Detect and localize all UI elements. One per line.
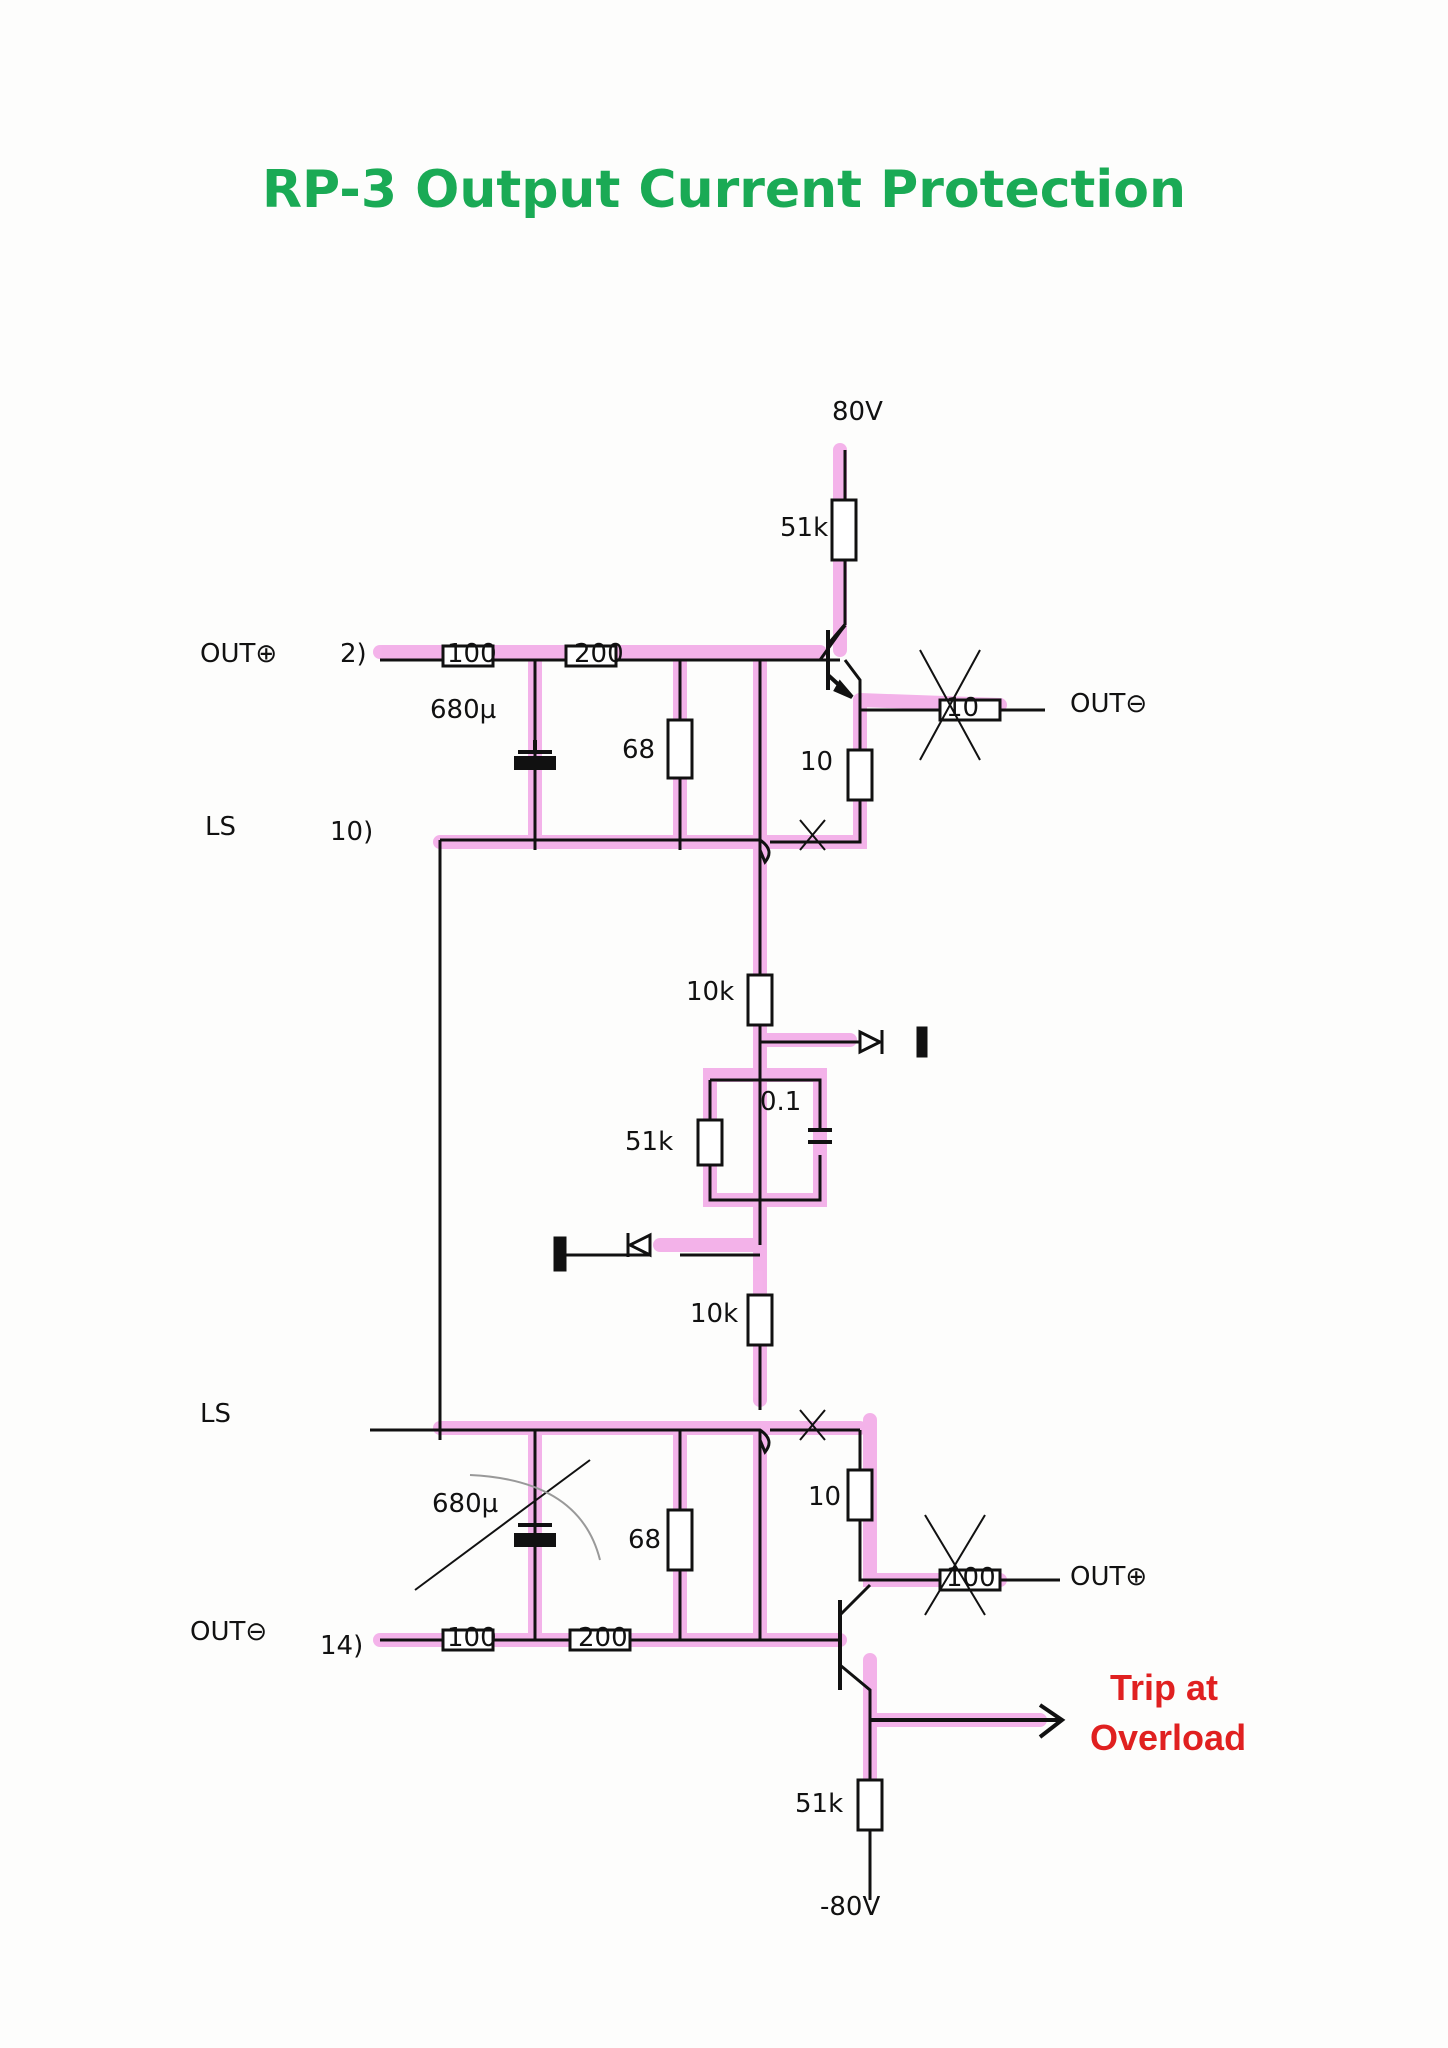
label-c-top: 680µ [430,695,496,725]
label-r-mid-1: 10k [686,977,734,1007]
label-r-in-top-1: 100 [447,639,497,669]
label-pin-14: 14) [320,1631,363,1661]
strike-marks [414,649,986,1616]
capacitor-0-1 [808,1128,832,1144]
label-v-neg: -80V [820,1892,880,1922]
resistor-200-top [564,644,618,668]
label-r-bot-out: 100 [946,1563,996,1593]
label-r-in-bot-1: 100 [447,1623,497,1653]
resistor-51k-top [830,498,858,562]
transistor-top [826,623,854,699]
resistor-68-top [666,718,694,780]
trip-label-line2: Overload [1090,1717,1246,1758]
label-r-top-out: 10 [946,693,979,723]
resistor-10-top-emit [846,748,874,802]
trip-label-line1: Trip at [1110,1667,1218,1708]
label-pin-10: 10) [330,817,373,847]
capacitors [514,740,832,1547]
label-ls-bot: LS [200,1399,231,1429]
label-r-top-68: 68 [622,735,655,765]
resistors [441,498,1002,1832]
diode-top [858,1029,884,1055]
diode-bottom [626,1232,652,1258]
label-ls-top: LS [205,812,236,842]
resistor-10-bot-emit [846,1468,874,1522]
resistor-200-bot [568,1628,632,1652]
label-r-mid-2: 10k [690,1299,738,1329]
label-out-top-right: OUT⊖ [1070,689,1147,719]
resistor-10k-2 [746,1293,774,1347]
label-c-mid: 0.1 [760,1087,801,1117]
diodes [553,1026,928,1272]
label-r-in-bot-2: 200 [578,1623,628,1653]
label-r-in-top-2: 200 [574,639,624,669]
label-r-top-emit: 10 [800,747,833,777]
label-out-bot-left: OUT⊖ [190,1617,267,1647]
resistor-10k-1 [746,973,774,1027]
label-r-mid-51k: 51k [625,1127,673,1157]
label-out-bot-right: OUT⊕ [1070,1562,1147,1592]
trip-arrow [870,1703,1066,1739]
label-out-top-left: OUT⊕ [200,639,277,669]
label-r-bot-supply: 51k [795,1789,843,1819]
resistor-51k-bot [856,1778,884,1832]
resistor-100-bot [441,1628,495,1652]
capacitor-680-top [518,740,552,754]
label-v-pos: 80V [832,397,883,427]
label-pin-2: 2) [340,639,367,669]
resistor-100-top [441,644,495,668]
label-r-bot-emit: 10 [808,1482,841,1512]
label-c-bot: 680µ [432,1489,498,1519]
resistor-51k-mid [696,1118,724,1167]
label-r-bot-68: 68 [628,1525,661,1555]
resistor-68-bot [666,1508,694,1572]
label-r-top-supply: 51k [780,513,828,543]
page-title: RP-3 Output Current Protection [262,160,1186,220]
